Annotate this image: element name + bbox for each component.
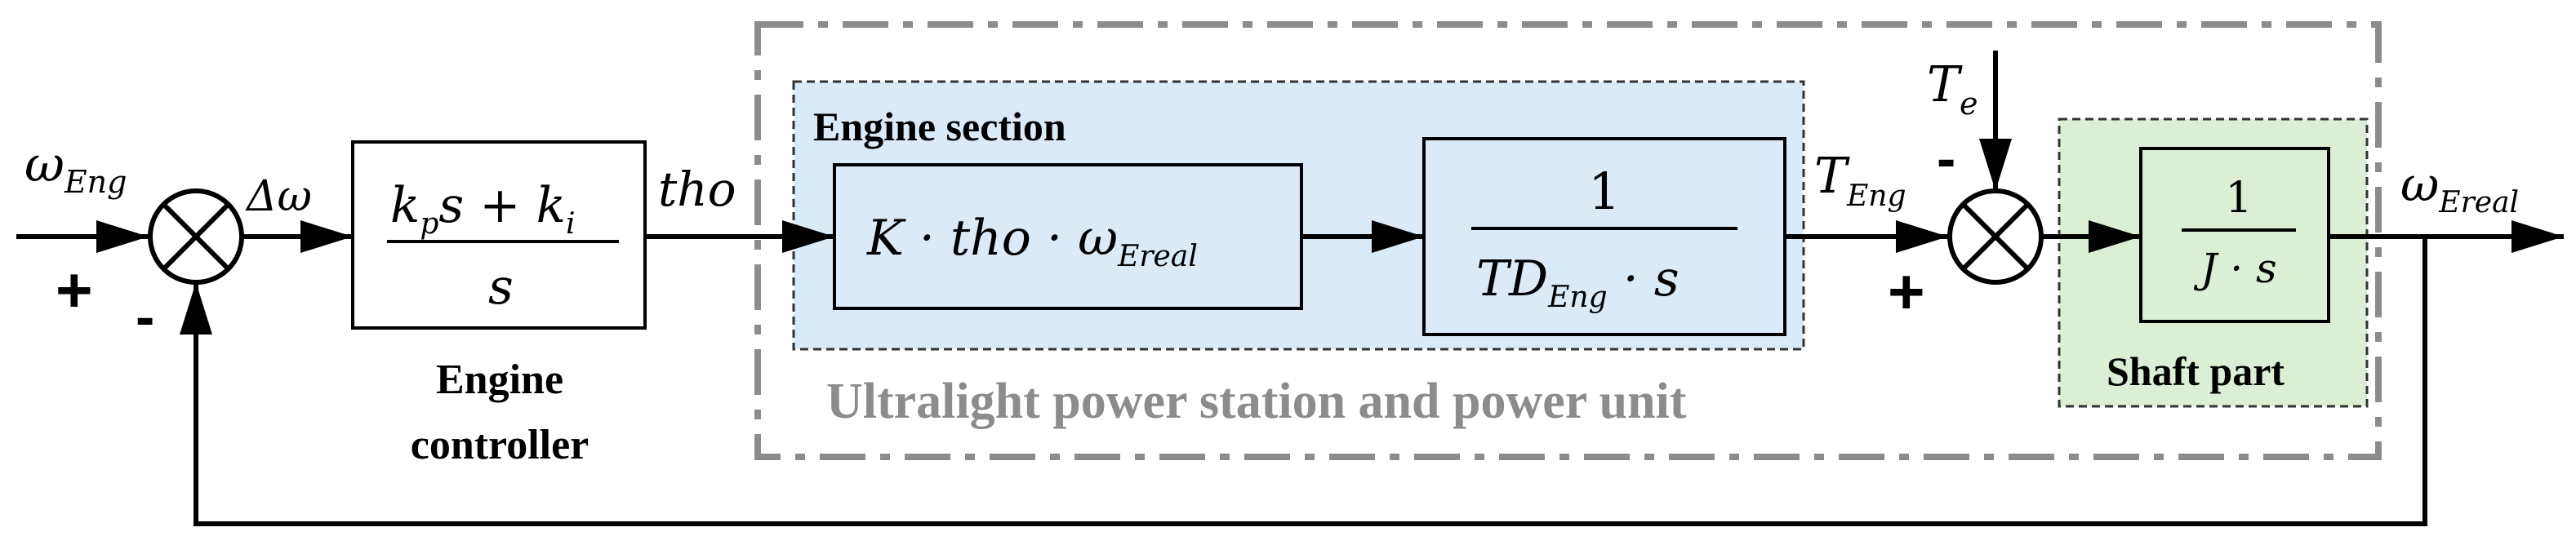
sum1-plus-sign: + — [56, 254, 93, 326]
outer-group-label: Ultralight power station and power unit — [826, 374, 1687, 429]
controller-denominator: s — [488, 259, 514, 316]
feedback-path — [180, 237, 2427, 526]
controller-block — [351, 140, 647, 330]
controller-numerator: kps + ki — [390, 177, 576, 241]
controller-label-line1: Engine — [436, 357, 563, 403]
summing-junction-2 — [1947, 188, 2044, 285]
outer-group-border — [754, 21, 2382, 460]
sum1-minus-sign: - — [136, 285, 154, 348]
engine-section-label: Engine section — [813, 104, 1066, 149]
delay-denominator: TDEng · s — [1476, 250, 1680, 314]
shaft-denominator: J · s — [2193, 245, 2276, 292]
engine-delay-block — [1422, 137, 1786, 336]
delta-omega-label: Δω — [245, 172, 312, 221]
sum2-plus-sign: + — [1888, 255, 1925, 327]
engine-torque-signal-label: TEng — [1814, 148, 1906, 213]
engine-torque-expression: K · tho · ωEreal — [866, 210, 1198, 273]
shaft-block — [2139, 147, 2330, 323]
engine-torque-block — [833, 163, 1303, 310]
tho-label: tho — [658, 162, 736, 217]
delay-numerator: 1 — [1588, 162, 1620, 221]
output-signal-label: ωEreal — [2400, 157, 2519, 219]
sum2-minus-sign: - — [1937, 126, 1955, 190]
shaft-numerator: 1 — [2225, 174, 2252, 223]
summing-junction-1 — [148, 188, 244, 285]
load-torque-label: Te — [1927, 56, 1978, 122]
shaft-part-label: Shaft part — [2107, 348, 2285, 394]
input-signal-label: ωEng — [24, 136, 127, 200]
controller-label-line2: controller — [411, 422, 589, 468]
